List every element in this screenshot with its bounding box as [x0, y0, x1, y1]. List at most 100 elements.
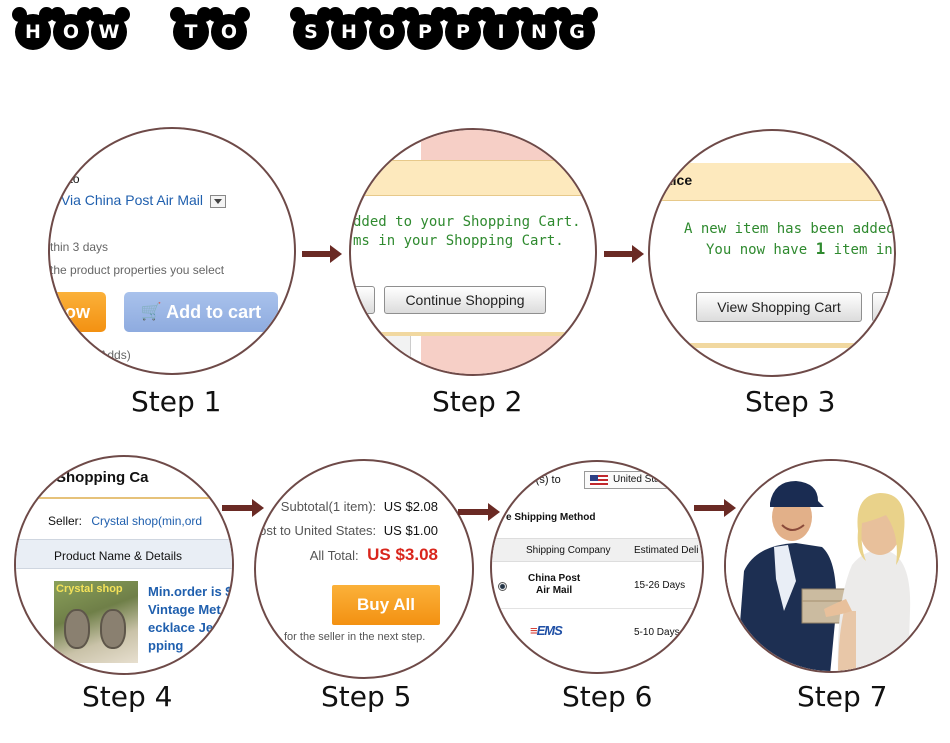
arrow-right [604, 245, 644, 263]
buy-all-button[interactable]: Buy All [332, 585, 440, 625]
table-row[interactable]: China Post Air Mail 15-26 Days [492, 563, 702, 609]
added-message: A new item has been added [684, 221, 895, 237]
add-to-cart-label: Add to cart [166, 301, 262, 322]
company-name: China Post [528, 573, 581, 584]
title-word-to: T O [170, 6, 250, 52]
have-text: You now have [706, 242, 808, 258]
item-count: 1 [815, 239, 826, 258]
us-flag-icon [590, 475, 608, 486]
title-letter: H [12, 7, 54, 50]
section-title: e Shipping Method [506, 512, 596, 523]
title-letter: W [88, 7, 130, 50]
step-label: Step 4 [82, 680, 173, 713]
continue-shopping-button[interactable]: Continue Shopping [384, 286, 546, 314]
country-select[interactable]: United Sta [584, 471, 702, 489]
cart-header: r Shopping Ca [46, 469, 149, 486]
title-word-shopping: S H O P P I N G [290, 6, 598, 52]
arrow-right [302, 245, 342, 263]
owl-image [100, 609, 126, 649]
divider [16, 497, 232, 499]
step-2-circle: dded to your Shopping Cart. ms in your S… [349, 128, 597, 376]
item-in-text: item in [833, 242, 893, 258]
notice-header: tice [650, 163, 894, 201]
table-header: Shipping Company Estimated Deli [492, 538, 702, 562]
title-letter: G [556, 7, 598, 50]
page-title: H O W T O S H O P P I N G [12, 6, 640, 52]
chevron-down-icon [213, 198, 222, 204]
background-strip [421, 130, 595, 160]
product-title-link[interactable]: Min.order is $ Vintage Met ecklace Je pp… [148, 583, 233, 655]
seller-link[interactable]: Crystal shop(min,ord [91, 514, 203, 528]
arrow-right [458, 503, 500, 521]
divider [351, 336, 411, 374]
company-service: Air Mail [536, 585, 573, 596]
total-label: All Total: [309, 548, 359, 563]
buy-now-button[interactable]: ow [50, 292, 106, 332]
owl-image [64, 609, 90, 649]
title-letter: P [442, 7, 484, 50]
subtotal-value: US $2.08 [383, 499, 438, 514]
delivery-days: 15-26 Days [634, 580, 686, 591]
notice-bar [351, 160, 595, 196]
title-letter: T [170, 7, 212, 50]
items-message: ms in your Shopping Cart. [353, 233, 564, 249]
delivery-text: thin 3 days [50, 240, 109, 254]
title-letter: O [366, 7, 408, 50]
title-letter: H [328, 7, 370, 50]
title-letter: O [50, 7, 92, 50]
continue-shopping-label: Continue Shopping [405, 292, 525, 308]
shipping-text: ng [50, 171, 66, 186]
added-message: dded to your Shopping Cart. [353, 214, 581, 230]
step-label: Step 5 [321, 680, 412, 713]
title-letter: P [404, 7, 446, 50]
properties-text: the product properties you select [50, 263, 225, 277]
step-6-circle: r(s) to United Sta e Shipping Method Shi… [490, 460, 704, 674]
delivery-days: 5-10 Days [634, 627, 680, 638]
subtotal-label: Subtotal(1 item): [280, 499, 377, 514]
woman-image [824, 493, 911, 671]
product-line: Min.order is $ [148, 584, 233, 599]
shipping-label: ost to United States: [259, 523, 377, 538]
country-value: United Sta [613, 474, 660, 485]
title-letter: N [518, 7, 560, 50]
title-letter: S [290, 7, 332, 50]
background-strip [421, 336, 595, 374]
step-3-circle: tice A new item has been added You now h… [648, 129, 896, 377]
ship-to-label: r(s) to [532, 474, 561, 486]
footer-note: for the seller in the next step. [284, 631, 426, 643]
table-header: Product Name & Details [16, 539, 232, 569]
step-label: Step 7 [797, 680, 888, 713]
step-1-circle: ng to s Via China Post Air Mail thin 3 d… [48, 127, 296, 375]
dropdown-button[interactable] [209, 194, 226, 208]
radio-button[interactable] [498, 582, 507, 591]
title-letter: I [480, 7, 522, 50]
step-5-circle: Subtotal(1 item): US $2.08 ost to United… [254, 459, 474, 679]
table-row[interactable]: ≡EMS 5-10 Days [492, 610, 702, 654]
step-label: Step 1 [131, 385, 222, 418]
delivery-man-image [736, 481, 837, 671]
column-header: Product Name & Details [54, 549, 183, 563]
cart-icon: 🛒 [140, 302, 163, 321]
seller-label: Seller: [48, 514, 83, 528]
adds-count: 6 Adds) [90, 348, 131, 362]
view-shopping-cart-label: View Shopping Cart [717, 299, 841, 315]
step-4-circle: r Shopping Ca Seller: Crystal shop(min,o… [14, 455, 234, 675]
arrow-right [222, 499, 264, 517]
partial-button[interactable] [872, 292, 894, 322]
shipping-value: US $1.00 [383, 523, 438, 538]
step-label: Step 6 [562, 680, 653, 713]
title-word-how: H O W [12, 6, 130, 52]
product-thumbnail[interactable]: Crystal shop [54, 581, 138, 663]
to-text: to [69, 172, 80, 186]
product-line: Vintage Met [148, 602, 221, 617]
estimated-column-header: Estimated Deli [634, 545, 699, 556]
notice-header-text: tice [668, 172, 693, 188]
company-name: EMS [536, 623, 563, 638]
add-to-cart-button[interactable]: 🛒 Add to cart [124, 292, 278, 332]
shipping-method-link[interactable]: s Via China Post Air Mail [50, 192, 204, 208]
view-shopping-cart-button[interactable]: View Shopping Cart [696, 292, 862, 322]
partial-button[interactable] [351, 286, 375, 314]
title-letter: O [208, 7, 250, 50]
company-column-header: Shipping Company [526, 545, 611, 556]
divider [351, 332, 595, 336]
